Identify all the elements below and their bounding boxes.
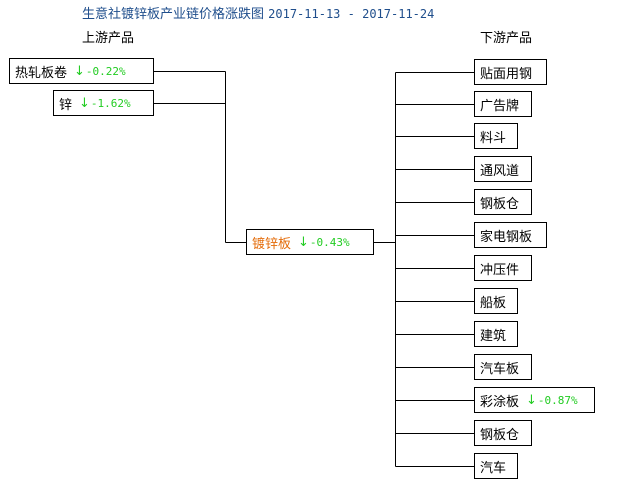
change-value: -1.62%: [90, 96, 131, 110]
node-change: ↓-0.22%: [74, 64, 126, 79]
node-change: ↓-0.87%: [526, 393, 578, 408]
downstream-node[interactable]: 钢板仓: [474, 189, 532, 215]
downstream-node[interactable]: 家电钢板: [474, 222, 547, 248]
title-text: 生意社镀锌板产业链价格涨跌图: [82, 7, 265, 22]
downstream-node[interactable]: 彩涂板 ↓-0.87%: [474, 387, 595, 413]
downstream-node[interactable]: 广告牌: [474, 91, 532, 117]
downstream-node[interactable]: 汽车板: [474, 354, 532, 380]
node-name: 冲压件: [480, 262, 520, 278]
down-arrow-icon: ↓: [79, 95, 90, 111]
node-name: 建筑: [480, 328, 507, 344]
change-value: -0.43%: [309, 235, 350, 249]
upstream-node[interactable]: 锌 ↓-1.62%: [53, 90, 154, 116]
downstream-node[interactable]: 冲压件: [474, 255, 532, 281]
downstream-node[interactable]: 船板: [474, 288, 518, 314]
node-name: 贴面用钢: [480, 66, 533, 82]
downstream-heading: 下游产品: [480, 31, 533, 46]
downstream-node[interactable]: 通风道: [474, 156, 532, 182]
node-name: 汽车板: [480, 361, 520, 377]
node-name: 料斗: [480, 130, 507, 146]
node-name: 通风道: [480, 163, 520, 179]
node-name: 汽车: [480, 460, 507, 476]
date-start: 2017-11-13: [268, 7, 341, 21]
node-name: 钢板仓: [480, 427, 520, 443]
downstream-node[interactable]: 贴面用钢: [474, 59, 547, 85]
title-dates: 2017-11-13 - 2017-11-24: [268, 7, 434, 21]
node-name: 彩涂板: [480, 394, 520, 410]
upstream-heading: 上游产品: [82, 31, 135, 46]
upstream-node[interactable]: 热轧板卷 ↓-0.22%: [9, 58, 154, 84]
node-change: ↓-0.43%: [298, 235, 350, 250]
node-change: ↓-1.62%: [79, 96, 131, 111]
down-arrow-icon: ↓: [298, 234, 309, 250]
date-end: 2017-11-24: [362, 7, 435, 21]
node-name: 锌: [59, 97, 73, 113]
diagram-title: 生意社镀锌板产业链价格涨跌图 2017-11-13 - 2017-11-24: [82, 4, 434, 24]
node-name: 镀锌板: [252, 236, 292, 252]
down-arrow-icon: ↓: [74, 63, 85, 79]
change-value: -0.22%: [85, 64, 126, 78]
center-node[interactable]: 镀锌板 ↓-0.43%: [246, 229, 374, 255]
node-name: 热轧板卷: [15, 65, 68, 81]
down-arrow-icon: ↓: [526, 392, 537, 408]
downstream-node[interactable]: 钢板仓: [474, 420, 532, 446]
downstream-node[interactable]: 汽车: [474, 453, 518, 479]
node-name: 船板: [480, 295, 507, 311]
date-separator: -: [340, 7, 363, 21]
change-value: -0.87%: [537, 393, 578, 407]
downstream-node[interactable]: 建筑: [474, 321, 518, 347]
node-name: 家电钢板: [480, 229, 533, 245]
node-name: 广告牌: [480, 98, 520, 114]
downstream-node[interactable]: 料斗: [474, 123, 518, 149]
node-name: 钢板仓: [480, 196, 520, 212]
